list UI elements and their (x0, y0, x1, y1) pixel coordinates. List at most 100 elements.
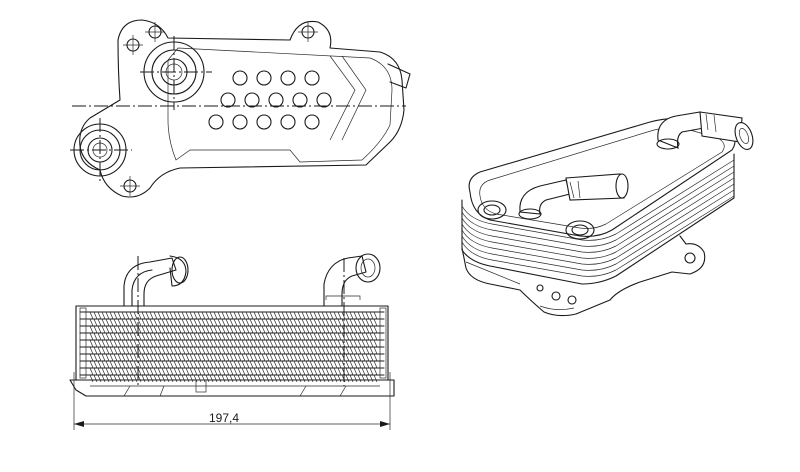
fin-hatch-line (173, 311, 178, 320)
fin-hatch-line (353, 353, 358, 362)
fin-hatch-line (261, 318, 266, 327)
fin-hatch-line (97, 374, 102, 383)
fin-hatch-line (357, 374, 362, 383)
fin-hatch-line (189, 325, 194, 334)
fin-hatch-line (249, 374, 254, 383)
fin-hatch-line (161, 353, 166, 362)
fin-hatch-line (301, 360, 306, 369)
fin-hatch-line (113, 353, 118, 362)
fin-hatch-line (209, 367, 214, 376)
fin-hatch-line (369, 311, 374, 320)
fin-hatch-line (313, 367, 318, 376)
fin-hatch-line (277, 325, 282, 334)
fin-hatch-line (321, 360, 326, 369)
fin-hatch-line (173, 367, 178, 376)
fin-hatch-line (301, 332, 306, 341)
fin-hatch-line (257, 339, 262, 348)
fin-hatch-line (269, 339, 274, 348)
fin-hatch-line (365, 311, 370, 320)
fin-hatch-line (365, 318, 370, 327)
fin-hatch-line (197, 332, 202, 341)
fin-hatch-line (353, 374, 358, 383)
fin-hatch-line (149, 367, 154, 376)
fin-hatch-line (201, 311, 206, 320)
fin-hatch-line (201, 332, 206, 341)
fin-hatch-line (325, 311, 330, 320)
fin-hatch-line (245, 346, 250, 355)
fin-hatch-line (333, 353, 338, 362)
fin-hatch-line (217, 332, 222, 341)
fin-hatch-line (141, 325, 146, 334)
fin-hatch-line (201, 346, 206, 355)
fin-hatch-line (145, 367, 150, 376)
fin-hatch-line (273, 346, 278, 355)
fin-hatch-line (177, 353, 182, 362)
fin-hatch-line (209, 360, 214, 369)
fin-hatch-line (93, 346, 98, 355)
fin-hatch-line (321, 353, 326, 362)
fin-hatch-line (245, 311, 250, 320)
fin-hatch-line (337, 311, 342, 320)
fin-hatch-line (341, 318, 346, 327)
fin-hatch-line (141, 346, 146, 355)
fin-hatch-line (293, 332, 298, 341)
fin-hatch-line (189, 311, 194, 320)
fin-hatch-line (245, 339, 250, 348)
fin-hatch-line (241, 367, 246, 376)
fin-hatch-line (357, 367, 362, 376)
fin-hatch-line (305, 325, 310, 334)
fin-hatch-line (217, 339, 222, 348)
fin-hatch-line (257, 332, 262, 341)
fin-hatch-line (109, 339, 114, 348)
fin-hatch-line (97, 367, 102, 376)
fin-hatch-line (165, 325, 170, 334)
fin-hatch-line (145, 311, 150, 320)
fin-hatch-line (233, 367, 238, 376)
fin-hatch-line (321, 325, 326, 334)
fin-hatch-line (97, 353, 102, 362)
fin-hatch-line (133, 325, 138, 334)
fin-hatch-line (129, 325, 134, 334)
fin-hatch-line (257, 318, 262, 327)
fin-hatch-line (269, 325, 274, 334)
fin-hatch-line (253, 374, 258, 383)
fin-hatch-line (313, 318, 318, 327)
fin-hatch-line (353, 346, 358, 355)
fin-hatch-line (121, 360, 126, 369)
fin-hatch-line (197, 346, 202, 355)
fin-hatch-line (117, 360, 122, 369)
fin-hatch-line (181, 346, 186, 355)
fin-hatch-line (273, 374, 278, 383)
fin-hatch-line (313, 353, 318, 362)
fin-hatch-line (173, 353, 178, 362)
fin-hatch-line (361, 367, 366, 376)
fin-hatch-line (341, 360, 346, 369)
fin-hatch-line (217, 311, 222, 320)
fin-hatch-line (189, 318, 194, 327)
fin-hatch-line (301, 325, 306, 334)
fin-hatch-line (137, 367, 142, 376)
fin-hatch-line (321, 339, 326, 348)
fin-hatch-line (149, 353, 154, 362)
fin-hatch-line (89, 325, 94, 334)
fin-hatch-line (309, 332, 314, 341)
fin-hatch-line (289, 332, 294, 341)
fin-hatch-line (133, 332, 138, 341)
fin-hatch-line (369, 339, 374, 348)
fin-hatch-line (329, 311, 334, 320)
fin-hatch-line (281, 339, 286, 348)
fin-hatch-line (309, 325, 314, 334)
fin-hatch-line (365, 325, 370, 334)
fin-hatch-line (233, 346, 238, 355)
fin-hatch-line (117, 339, 122, 348)
fin-hatch-line (137, 346, 142, 355)
fin-hatch-line (285, 360, 290, 369)
fin-hatch-line (289, 339, 294, 348)
fin-hatch-line (233, 360, 238, 369)
fin-hatch-line (137, 325, 142, 334)
fin-hatch-line (213, 325, 218, 334)
fin-hatch-line (145, 353, 150, 362)
fin-hatch-line (193, 318, 198, 327)
fin-hatch-line (237, 346, 242, 355)
fin-hatch-line (89, 332, 94, 341)
